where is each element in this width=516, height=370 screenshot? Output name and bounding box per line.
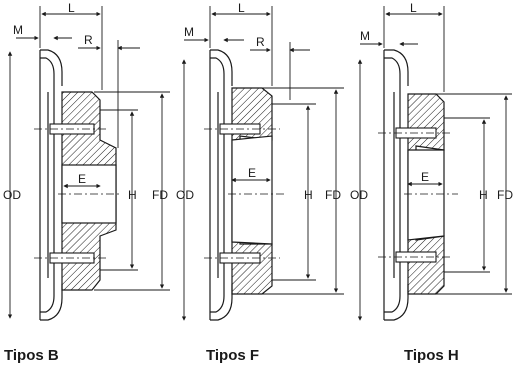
centerlines (378, 132, 458, 258)
dimension-lines (7, 6, 170, 319)
dimension-lines (181, 6, 344, 321)
centerlines (204, 128, 286, 259)
dim-label-e: E (78, 172, 86, 186)
dim-label-h: H (479, 188, 488, 202)
dim-label-od: OD (176, 188, 194, 202)
dimension-labels: L M R OD E H FD (3, 1, 168, 202)
shroud-outline (209, 49, 233, 321)
hub-section (407, 93, 445, 295)
figure-tipos-h: L M OD E H FD Tipos H (350, 1, 513, 364)
dim-label-r: R (256, 35, 265, 49)
dim-label-l: L (238, 1, 245, 15)
dim-label-m: M (184, 25, 194, 39)
hub-section (61, 91, 117, 291)
shroud-outline (383, 49, 409, 321)
dimension-labels: L M R OD E H FD (176, 1, 341, 202)
dim-label-h: H (128, 188, 137, 202)
caption-tipos-f: Tipos F (206, 347, 259, 364)
dim-label-od: OD (3, 188, 21, 202)
dim-label-e: E (421, 170, 429, 184)
dim-label-h: H (304, 188, 313, 202)
dim-label-e: E (248, 166, 256, 180)
dim-label-l: L (68, 1, 75, 15)
dim-label-m: M (13, 23, 23, 37)
caption-tipos-h: Tipos H (404, 347, 459, 364)
dim-label-l: L (410, 1, 417, 15)
dimension-labels: L M OD E H FD (350, 1, 513, 202)
dim-label-fd: FD (152, 188, 168, 202)
dim-label-od: OD (350, 188, 368, 202)
dim-label-fd: FD (325, 188, 341, 202)
dim-label-fd: FD (497, 188, 513, 202)
caption-tipos-b: Tipos B (4, 347, 59, 364)
shroud-outline (39, 49, 63, 321)
centerlines (34, 128, 120, 259)
figure-tipos-f: L M R OD E H FD Tipos F (176, 1, 344, 364)
figure-tipos-b: L M R OD E H FD Tipos B (3, 1, 170, 364)
dimension-lines (357, 6, 512, 321)
dim-label-m: M (360, 29, 370, 43)
dim-label-r: R (84, 33, 93, 47)
